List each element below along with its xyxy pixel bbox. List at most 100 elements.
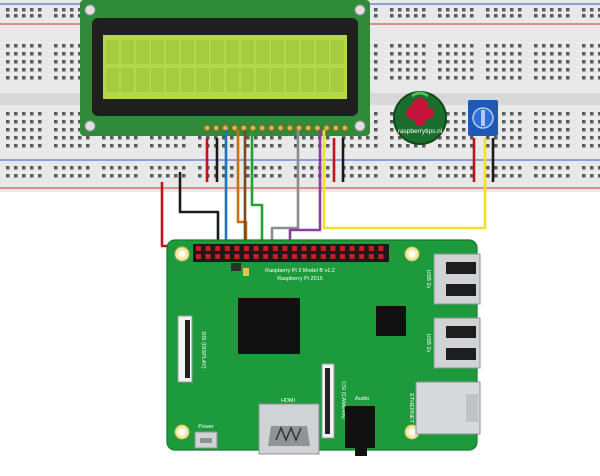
breadboard-hole bbox=[502, 128, 506, 132]
breadboard-hole bbox=[510, 166, 514, 170]
breadboard-hole bbox=[518, 14, 522, 18]
breadboard-hole bbox=[414, 8, 418, 12]
usb-port-top bbox=[433, 253, 481, 305]
hdmi-port bbox=[258, 403, 320, 455]
breadboard-hole bbox=[38, 8, 42, 12]
breadboard-hole bbox=[590, 14, 594, 18]
breadboard-hole bbox=[446, 136, 450, 140]
breadboard-hole bbox=[398, 52, 402, 56]
breadboard-hole bbox=[14, 144, 18, 148]
breadboard-hole bbox=[446, 128, 450, 132]
breadboard-hole bbox=[254, 174, 258, 178]
breadboard-hole bbox=[518, 144, 522, 148]
breadboard-hole bbox=[54, 166, 58, 170]
breadboard-hole bbox=[390, 128, 394, 132]
breadboard-hole bbox=[22, 120, 26, 124]
breadboard-hole bbox=[270, 166, 274, 170]
breadboard-hole bbox=[598, 60, 600, 64]
lcd-pin bbox=[258, 124, 266, 132]
gpio-pin bbox=[340, 254, 345, 259]
breadboard-hole bbox=[30, 166, 34, 170]
breadboard-hole bbox=[502, 174, 506, 178]
breadboard-hole bbox=[590, 144, 594, 148]
breadboard-hole bbox=[454, 128, 458, 132]
breadboard-hole bbox=[54, 8, 58, 12]
breadboard-hole bbox=[518, 8, 522, 12]
breadboard-hole bbox=[38, 136, 42, 140]
breadboard-hole bbox=[182, 136, 186, 140]
breadboard-hole bbox=[134, 174, 138, 178]
lcd-cell bbox=[256, 68, 269, 92]
breadboard-hole bbox=[494, 166, 498, 170]
breadboard-hole bbox=[54, 112, 58, 116]
gpio-pin bbox=[196, 246, 201, 251]
breadboard-hole bbox=[134, 144, 138, 148]
breadboard-hole bbox=[150, 166, 154, 170]
breadboard-hole bbox=[550, 68, 554, 72]
lcd-cell bbox=[301, 68, 314, 92]
breadboard-hole bbox=[302, 174, 306, 178]
breadboard-hole bbox=[14, 166, 18, 170]
breadboard-hole bbox=[118, 136, 122, 140]
breadboard-hole bbox=[6, 166, 10, 170]
breadboard-hole bbox=[406, 68, 410, 72]
gpio-pin bbox=[253, 246, 259, 251]
breadboard-hole bbox=[534, 120, 538, 124]
breadboard-hole bbox=[294, 136, 298, 140]
breadboard-hole bbox=[22, 8, 26, 12]
breadboard-hole bbox=[446, 120, 450, 124]
breadboard-hole bbox=[38, 112, 42, 116]
breadboard-hole bbox=[518, 174, 522, 178]
breadboard-hole bbox=[38, 44, 42, 48]
breadboard-hole bbox=[54, 52, 58, 56]
breadboard-hole bbox=[110, 136, 114, 140]
breadboard-hole bbox=[454, 174, 458, 178]
breadboard-hole bbox=[390, 8, 394, 12]
breadboard-hole bbox=[582, 14, 586, 18]
breadboard-hole bbox=[454, 68, 458, 72]
breadboard-hole bbox=[38, 128, 42, 132]
breadboard-hole bbox=[54, 120, 58, 124]
breadboard-hole bbox=[470, 60, 474, 64]
breadboard-hole bbox=[22, 166, 26, 170]
breadboard-hole bbox=[414, 166, 418, 170]
lcd-module bbox=[80, 0, 370, 136]
breadboard-hole bbox=[446, 14, 450, 18]
breadboard-hole bbox=[534, 128, 538, 132]
breadboard-hole bbox=[558, 174, 562, 178]
breadboard-hole bbox=[446, 144, 450, 148]
lcd-pin bbox=[313, 124, 321, 132]
breadboard-hole bbox=[270, 174, 274, 178]
breadboard-hole bbox=[438, 60, 442, 64]
breadboard-hole bbox=[310, 166, 314, 170]
breadboard-hole bbox=[62, 174, 66, 178]
breadboard-hole bbox=[406, 144, 410, 148]
breadboard-hole bbox=[70, 166, 74, 170]
breadboard-hole bbox=[582, 60, 586, 64]
lcd-cell bbox=[211, 68, 224, 92]
breadboard-hole bbox=[110, 144, 114, 148]
breadboard-hole bbox=[158, 174, 162, 178]
breadboard-hole bbox=[558, 52, 562, 56]
breadboard-hole bbox=[22, 144, 26, 148]
breadboard-hole bbox=[534, 76, 538, 80]
breadboard-hole bbox=[582, 76, 586, 80]
breadboard-hole bbox=[254, 144, 258, 148]
breadboard-hole bbox=[78, 174, 82, 178]
lcd-cell bbox=[151, 68, 164, 92]
breadboard-hole bbox=[310, 144, 314, 148]
breadboard-hole bbox=[566, 52, 570, 56]
breadboard-hole bbox=[558, 8, 562, 12]
breadboard-hole bbox=[14, 68, 18, 72]
breadboard-hole bbox=[62, 8, 66, 12]
gpio-pin bbox=[234, 246, 240, 251]
breadboard-hole bbox=[38, 76, 42, 80]
breadboard-hole bbox=[278, 144, 282, 148]
breadboard-hole bbox=[398, 14, 402, 18]
breadboard-hole bbox=[558, 112, 562, 116]
gpio-pin bbox=[272, 254, 278, 259]
breadboard-hole bbox=[118, 174, 122, 178]
breadboard-hole bbox=[198, 144, 202, 148]
breadboard-hole bbox=[566, 144, 570, 148]
gpio-pin bbox=[272, 246, 278, 251]
